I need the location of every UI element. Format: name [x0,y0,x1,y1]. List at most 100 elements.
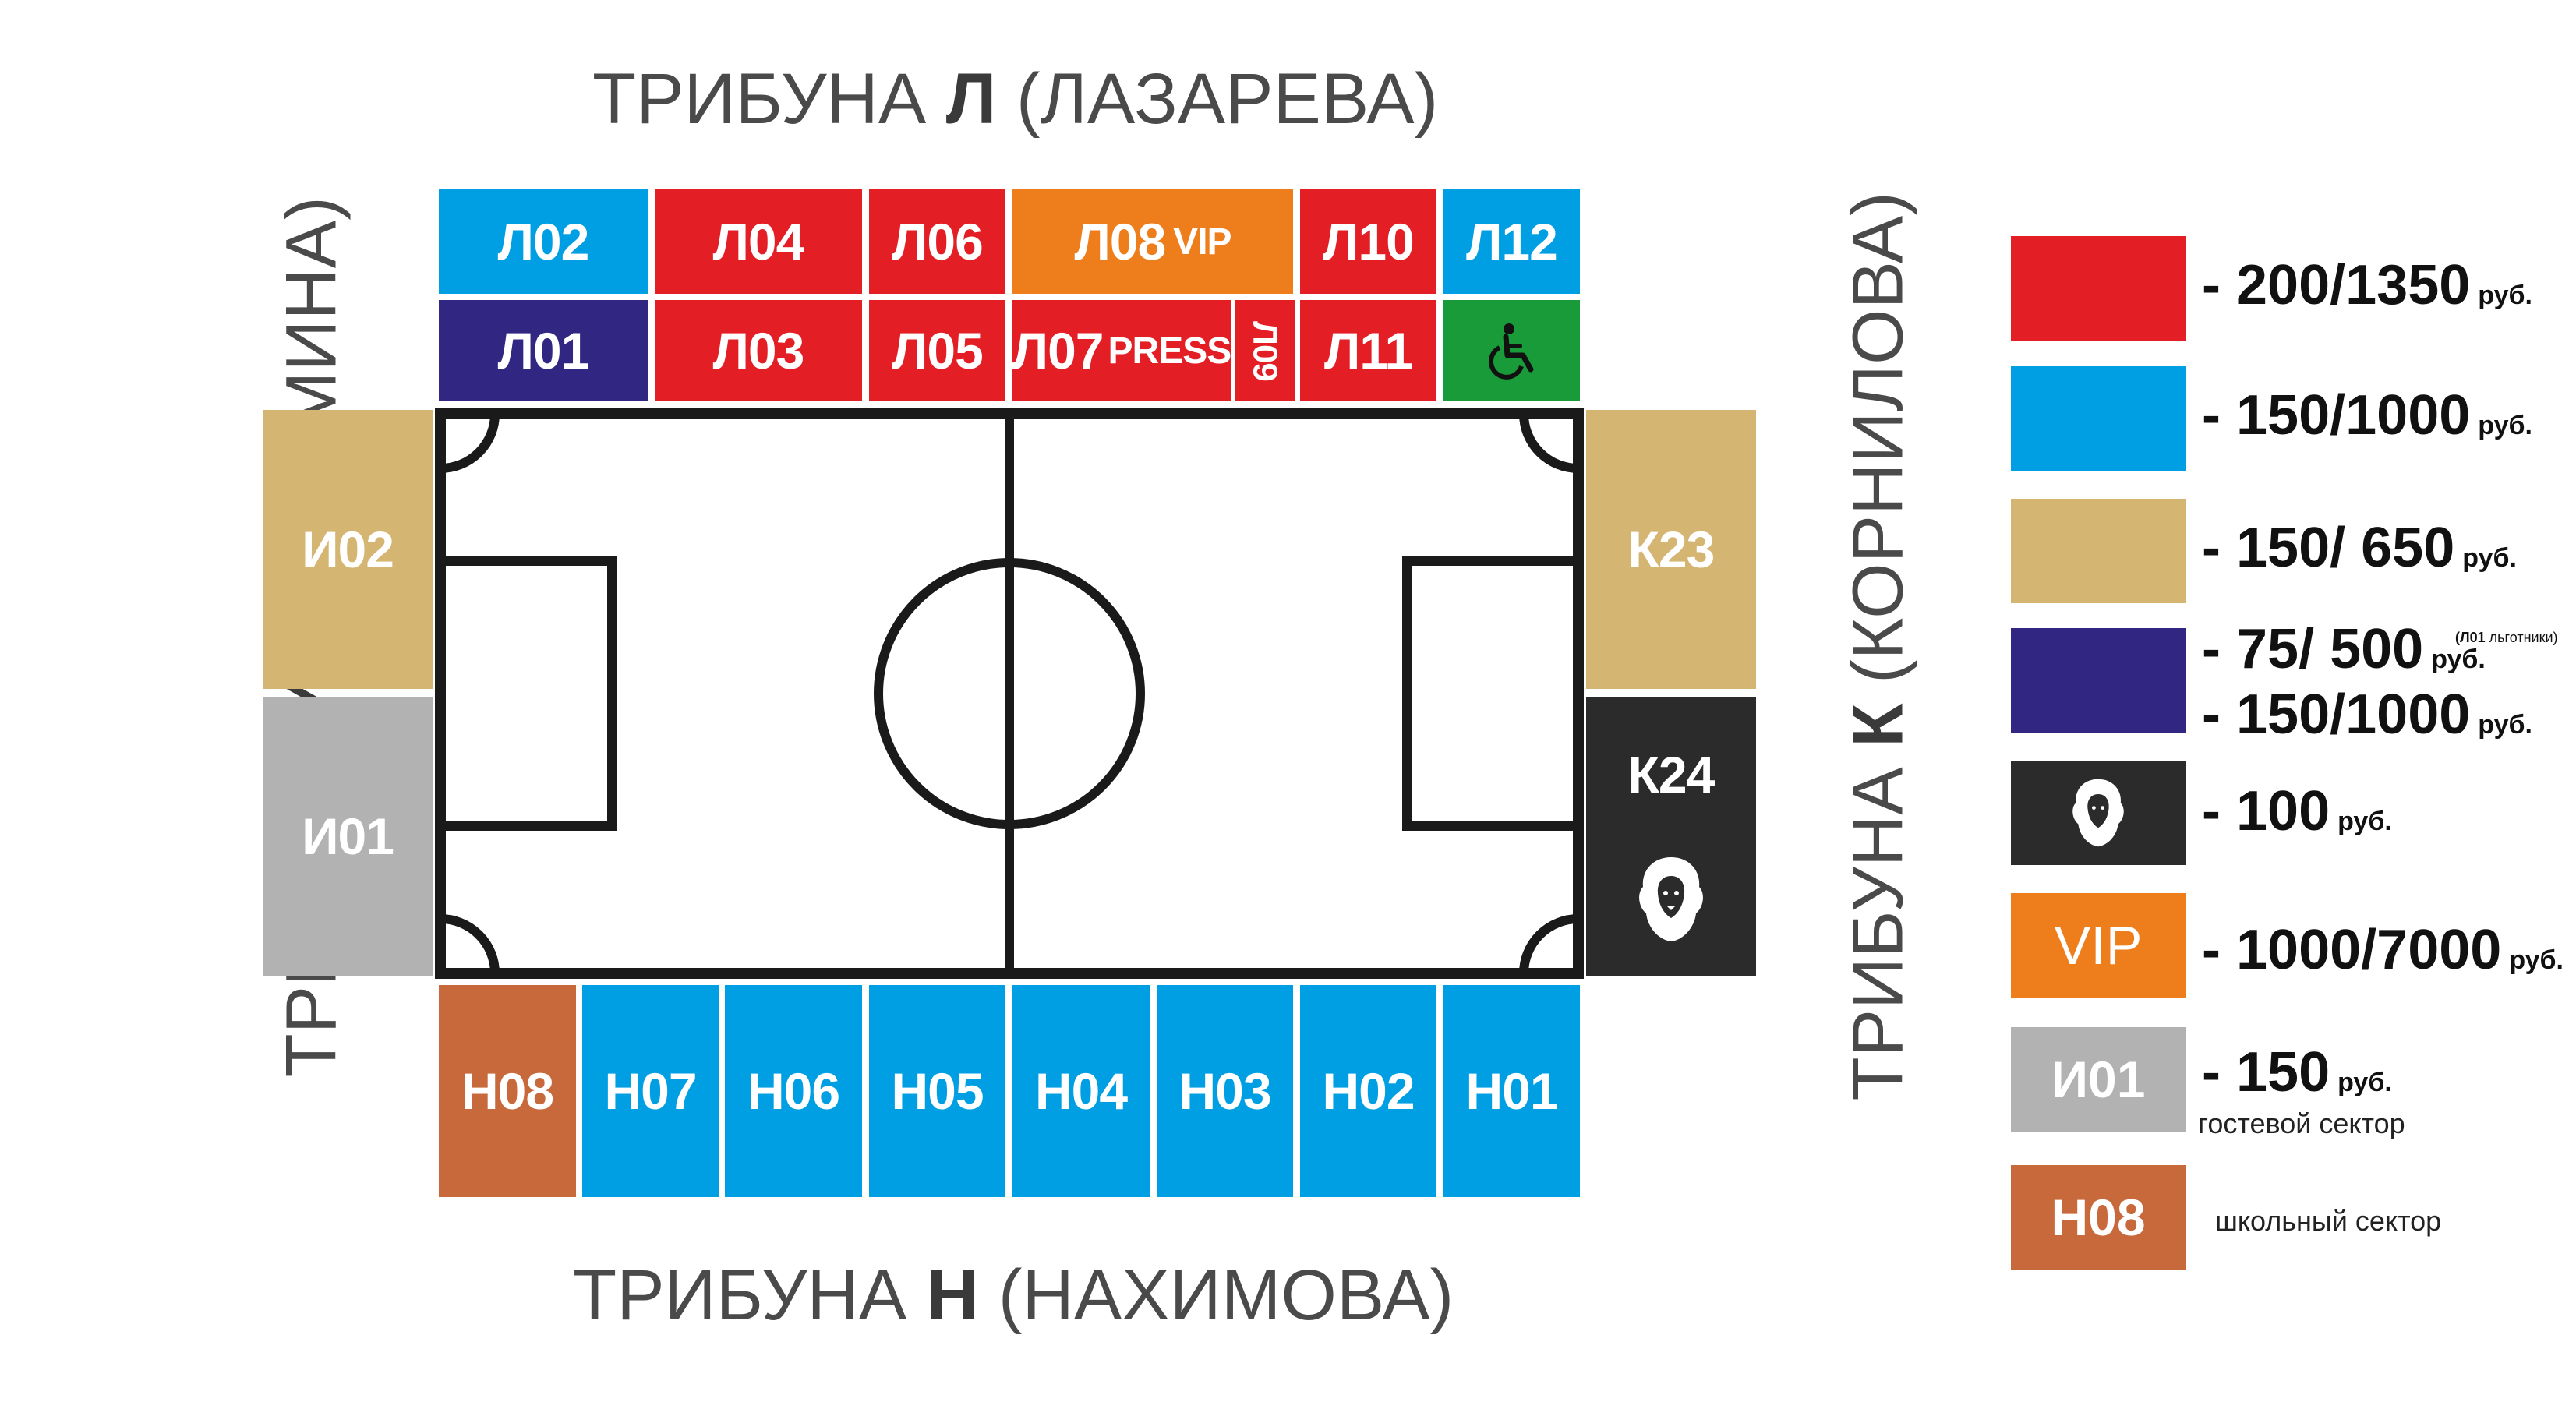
legend-note-guest: гостевой сектор [2198,1107,2405,1139]
price: - 150/ 650 [2202,517,2455,579]
stand-title-bottom: ТРИБУНА Н (НАХИМОВА) [573,1255,1454,1337]
sector-I01[interactable]: И01 [263,697,433,976]
unit: руб. [2337,1068,2392,1097]
sector-label: Н05 [891,1062,984,1120]
wheelchair-icon [1488,323,1533,380]
sector-label: К23 [1627,521,1716,578]
sector-L04[interactable]: Л04 [655,189,862,294]
sector-label: Л03 [712,322,805,380]
sector-label: Н06 [747,1062,840,1120]
legend-swatch-school: Н08 [2011,1165,2186,1270]
stand-suffix: (ЛАЗАРЕВА) [1016,59,1439,139]
sector-label: Л08 [1074,213,1166,270]
price: - 100 [2202,780,2330,842]
sector-label: И01 [302,807,394,865]
sector-label: Л07 [1012,322,1104,380]
sector-L01[interactable]: Л01 [439,300,648,401]
price: - 1000/7000 [2202,919,2502,981]
football-pitch [435,408,1584,979]
sector-L06[interactable]: Л06 [869,189,1005,294]
sector-label: Л05 [892,322,984,380]
sector-label-rotated: Л09 [1235,301,1295,402]
stand-title-top: ТРИБУНА Л (ЛАЗАРЕВА) [592,58,1438,140]
unit: руб. [2478,411,2532,440]
legend-swatch-vip: VIP [2011,893,2186,998]
sector-L09[interactable]: Л09 [1235,300,1295,401]
sector-N03[interactable]: Н03 [1157,985,1293,1197]
legend-swatch-blue [2011,366,2186,471]
stand-letter: Н [926,1255,979,1335]
legend-swatch-tan [2011,499,2186,603]
sector-N04[interactable]: Н04 [1012,985,1150,1197]
sector-label: Л04 [712,213,805,270]
sector-L11[interactable]: Л11 [1300,300,1436,401]
price: - 150 [2202,1041,2330,1104]
sector-N05[interactable]: Н05 [869,985,1005,1197]
sector-L12[interactable]: Л12 [1443,189,1580,294]
stand-title-right: ТРИБУНА К (КОРНИЛОВА) [1838,192,1920,1101]
price: - 75/ 500 [2202,618,2424,680]
lion-icon [2072,779,2124,847]
sector-accessible[interactable] [1443,300,1580,401]
sector-L05[interactable]: Л05 [869,300,1005,401]
legend-swatch-navy [2011,628,2186,733]
sector-label: К24 [1627,746,1716,803]
sector-N06[interactable]: Н06 [725,985,862,1197]
legend-swatch-red [2011,236,2186,341]
sector-label: И02 [302,521,394,578]
swatch-label: VIP [2054,915,2143,976]
unit: руб. [2462,543,2517,573]
price: - 150/1000 [2202,683,2471,746]
unit: руб. [2509,945,2564,975]
sector-L02[interactable]: Л02 [439,189,648,294]
sector-L10[interactable]: Л10 [1300,189,1436,294]
sector-N07[interactable]: Н07 [582,985,719,1197]
sector-label: Л01 [497,322,590,380]
sector-K23[interactable]: К23 [1586,410,1756,689]
unit: руб. [2337,807,2392,836]
sector-label: Н08 [461,1062,554,1120]
note-bold: (Л01 [2455,630,2486,645]
sector-label: Л12 [1466,213,1558,270]
stand-letter: Л [945,59,997,139]
vip-tag: VIP [1173,221,1231,263]
stand-prefix: ТРИБУНА [573,1255,907,1335]
sector-label: Н02 [1322,1062,1415,1120]
legend-swatch-guest: И01 [2011,1027,2186,1132]
sector-N08[interactable]: Н08 [439,985,576,1197]
note: льготники) [2489,630,2558,645]
price: - 150/1000 [2202,384,2471,447]
stand-suffix: (НАХИМОВА) [998,1255,1454,1335]
sector-label-wrap: К24 [1586,736,1756,814]
swatch-label: И01 [2051,1051,2146,1108]
stand-prefix: ТРИБУНА [592,59,927,139]
sector-label: Л02 [497,213,590,270]
stand-letter: К [1838,703,1918,747]
unit: руб. [2478,710,2532,740]
legend-note-navy: (Л01 льготники) [2455,630,2558,646]
sector-L03[interactable]: Л03 [655,300,862,401]
sector-label: Л11 [1323,322,1413,380]
sector-I02[interactable]: И02 [263,410,433,689]
legend-note-school: школьный сектор [2215,1205,2442,1237]
stand-prefix: ТРИБУНА [1838,767,1918,1101]
unit: руб. [2431,644,2486,674]
stand-suffix: (КОРНИЛОВА) [1838,192,1918,684]
press-tag: PRESS [1108,330,1232,372]
sector-N01[interactable]: Н01 [1443,985,1580,1197]
legend-swatch-black [2011,761,2186,865]
swatch-label: Н08 [2051,1188,2146,1246]
sector-K24[interactable]: К24 [1586,697,1756,976]
price: - 200/1350 [2202,254,2471,316]
sector-label: Н03 [1178,1062,1271,1120]
sector-N02[interactable]: Н02 [1300,985,1436,1197]
unit: руб. [2478,281,2532,310]
